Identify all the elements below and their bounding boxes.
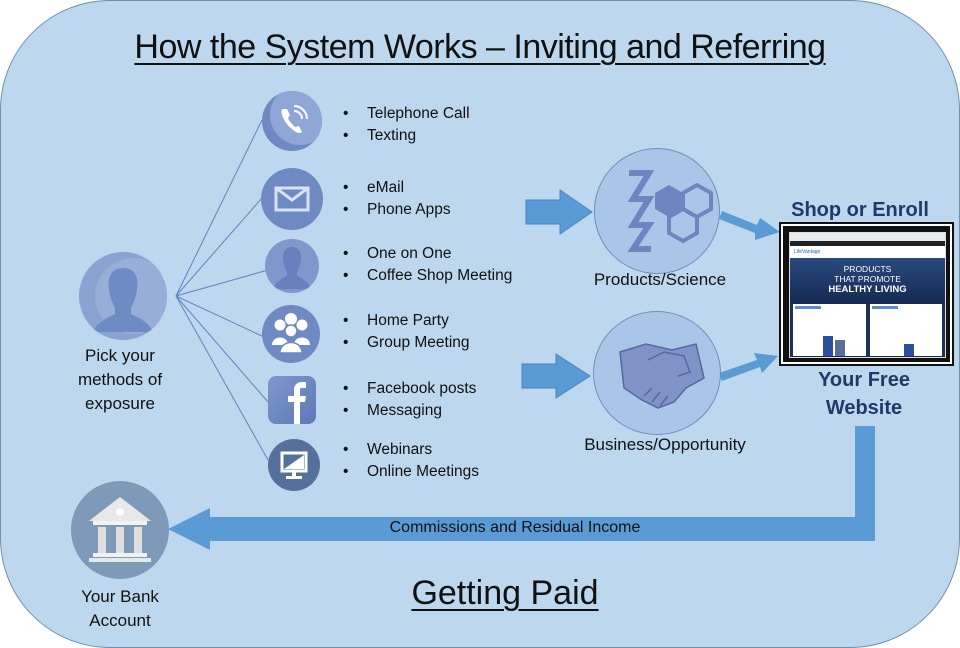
business-label: Business/Opportunity (584, 435, 746, 454)
telephone-icon (262, 91, 322, 151)
bank-label: Your Bank Account (81, 587, 159, 630)
method-list-group: Home Party Group Meeting (343, 310, 470, 354)
arrow-to-products (525, 189, 593, 235)
envelope-icon (261, 168, 323, 230)
method-item: Online Meetings (343, 461, 479, 483)
browser-toolbar (790, 233, 945, 241)
connector-line (175, 197, 263, 297)
person-icon (265, 239, 319, 293)
site-brand: LifeVantage (790, 246, 945, 258)
method-list-email: eMail Phone Apps (343, 177, 451, 221)
method-item: Facebook posts (343, 378, 476, 400)
product-card (793, 304, 866, 356)
page-title: How the System Works – Inviting and Refe… (134, 28, 826, 66)
products-label: Products/Science (593, 270, 727, 289)
method-list-facebook: Facebook posts Messaging (343, 378, 476, 422)
bank-icon (71, 481, 169, 579)
method-item: Home Party (343, 310, 470, 332)
connector-line (175, 269, 269, 297)
group-icon (262, 305, 320, 363)
arrow-commissions (168, 426, 875, 550)
handshake-icon (593, 311, 721, 435)
connector-line (175, 295, 263, 337)
method-item: One on One (343, 243, 512, 265)
connector-line (175, 119, 263, 297)
method-list-phone: Telephone Call Texting (343, 103, 470, 147)
arrow-to-business (521, 353, 591, 399)
connector-line (175, 295, 269, 461)
top-banner (790, 241, 945, 246)
connector-line (175, 295, 269, 403)
product-cards (790, 304, 945, 356)
product-card (869, 304, 942, 356)
dna-molecule-icon (594, 148, 720, 274)
method-item: Telephone Call (343, 103, 470, 125)
arrow-business-to-website (719, 353, 778, 381)
method-item: Texting (343, 125, 470, 147)
method-item: Messaging (343, 400, 476, 422)
facebook-icon (268, 376, 316, 424)
method-item: Phone Apps (343, 199, 451, 221)
website-heading: Shop or Enroll (791, 199, 929, 221)
monitor-icon (268, 439, 320, 491)
website-screenshot: LifeVantage PRODUCTS THAT PROMOTE HEALTH… (781, 224, 952, 364)
arrow-products-to-website (719, 211, 780, 240)
method-item: Coffee Shop Meeting (343, 265, 512, 287)
method-item: Group Meeting (343, 332, 470, 354)
website-caption: Your Free Website (818, 369, 910, 419)
person-silhouette-icon (79, 252, 167, 340)
site-hero: PRODUCTS THAT PROMOTE HEALTHY LIVING (790, 258, 945, 304)
method-item: eMail (343, 177, 451, 199)
start-label: Pick your methods of exposure (77, 346, 163, 413)
method-list-online: Webinars Online Meetings (343, 439, 479, 483)
commissions-label: Commissions and Residual Income (389, 519, 641, 536)
getting-paid-title: Getting Paid (411, 574, 599, 612)
method-item: Webinars (343, 439, 479, 461)
method-list-one-on-one: One on One Coffee Shop Meeting (343, 243, 512, 287)
